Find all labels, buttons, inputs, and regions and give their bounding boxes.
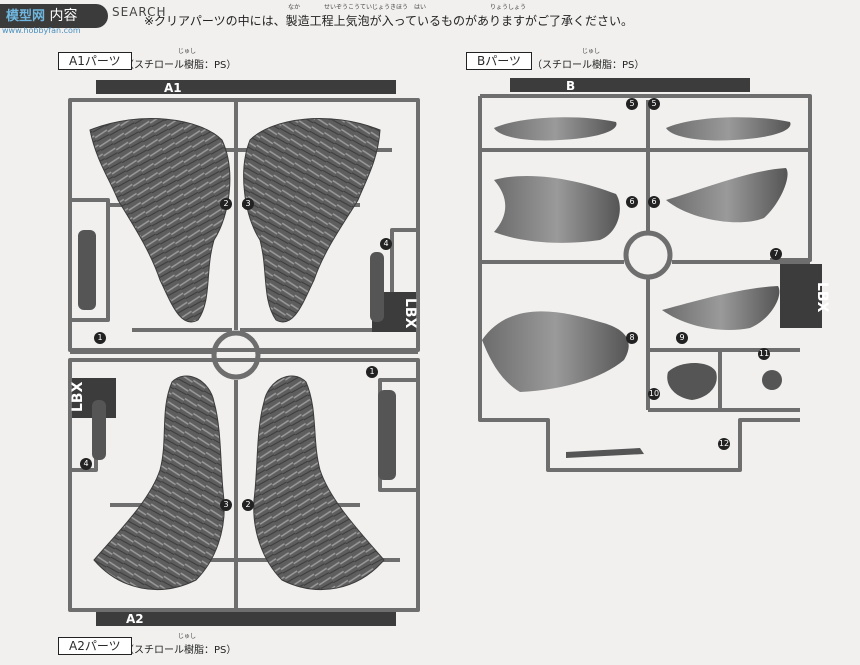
header-ruby-1: なか せいぞうこうていじょうきほう はい xyxy=(288,4,427,11)
part-number-b-11: 11 xyxy=(758,348,770,360)
wing-part-a2-right xyxy=(253,375,385,591)
a2-runner-tab xyxy=(96,612,396,626)
badge-text: 内容 xyxy=(49,8,78,24)
part-number-b-5: 5 xyxy=(648,98,660,110)
part-b-6-left xyxy=(494,175,620,243)
b-parts-label: Bパーツ xyxy=(466,52,532,70)
b-ruby: じゅし xyxy=(582,48,601,55)
part-b-12 xyxy=(566,448,644,458)
a2-material: （スチロール樹脂：PS） xyxy=(124,645,237,656)
part-number-b-7: 7 xyxy=(770,248,782,260)
a1-parts-label: A1パーツ xyxy=(58,52,132,70)
header-badge: 模型网 内容 xyxy=(0,4,108,28)
part-number-a2-2: 2 xyxy=(242,499,254,511)
header-note: ※クリアパーツの中には、製造工程上気泡が入っているものがありますがご了承ください… xyxy=(144,14,633,28)
part-number-a1-3: 3 xyxy=(242,198,254,210)
small-part-a1-4 xyxy=(370,252,384,322)
watermark-text: 模型网 xyxy=(6,9,46,24)
wing-part-a2-left xyxy=(93,375,225,591)
b-material: （スチロール樹脂：PS） xyxy=(532,60,645,71)
small-part-a2-1 xyxy=(378,390,396,480)
watermark-site: www.hobbyfan.com xyxy=(2,26,81,35)
part-number-b-5: 5 xyxy=(626,98,638,110)
part-number-a1-2: 2 xyxy=(220,198,232,210)
wing-part-a1-right xyxy=(243,118,381,323)
part-number-b-10: 10 xyxy=(648,388,660,400)
part-number-a2-3: 3 xyxy=(220,499,232,511)
part-b-6-right xyxy=(666,168,788,223)
header-ruby-3: りょうしょう xyxy=(490,4,527,11)
a1-runner-tab xyxy=(96,80,396,94)
part-b-8 xyxy=(482,311,629,392)
part-b-5-right xyxy=(666,117,791,141)
part-number-a2-4: 4 xyxy=(80,458,92,470)
part-number-a2-1: 1 xyxy=(366,366,378,378)
part-b-10 xyxy=(667,363,717,400)
part-b-11 xyxy=(762,370,782,390)
a1-ruby: じゅし xyxy=(178,48,197,55)
part-number-a1-1: 1 xyxy=(94,332,106,344)
wing-part-a1-left xyxy=(89,118,231,323)
lbx-logo-a2-text: LBX xyxy=(70,381,86,412)
header-search-text: SEARCH xyxy=(112,5,167,19)
lbx-logo-b-text: LBX xyxy=(814,282,830,313)
b-runner xyxy=(478,78,812,472)
lbx-logo-a1-text: LBX xyxy=(402,298,418,329)
part-number-b-6: 6 xyxy=(626,196,638,208)
part-number-b-8: 8 xyxy=(626,332,638,344)
lbx-logo-a2: LBX xyxy=(70,378,116,418)
part-b-9 xyxy=(662,286,780,330)
part-number-a1-4: 4 xyxy=(380,238,392,250)
part-number-b-9: 9 xyxy=(676,332,688,344)
b-runner-tab xyxy=(510,78,750,92)
lbx-logo-b: LBX xyxy=(780,264,830,328)
small-part-a1-1 xyxy=(78,230,96,310)
part-b-5-left xyxy=(494,117,617,141)
part-number-b-12: 12 xyxy=(718,438,730,450)
b-runner-tab-label: B xyxy=(566,79,575,93)
a2-ruby: じゅし xyxy=(178,633,197,640)
a1-runner-tab-label: A1 xyxy=(164,81,182,95)
small-part-a2-4 xyxy=(92,400,106,460)
a2-runner-tab-label: A2 xyxy=(126,612,144,626)
a1-material: （スチロール樹脂：PS） xyxy=(124,60,237,71)
a2-parts-label: A2パーツ xyxy=(58,637,132,655)
part-number-b-6: 6 xyxy=(648,196,660,208)
